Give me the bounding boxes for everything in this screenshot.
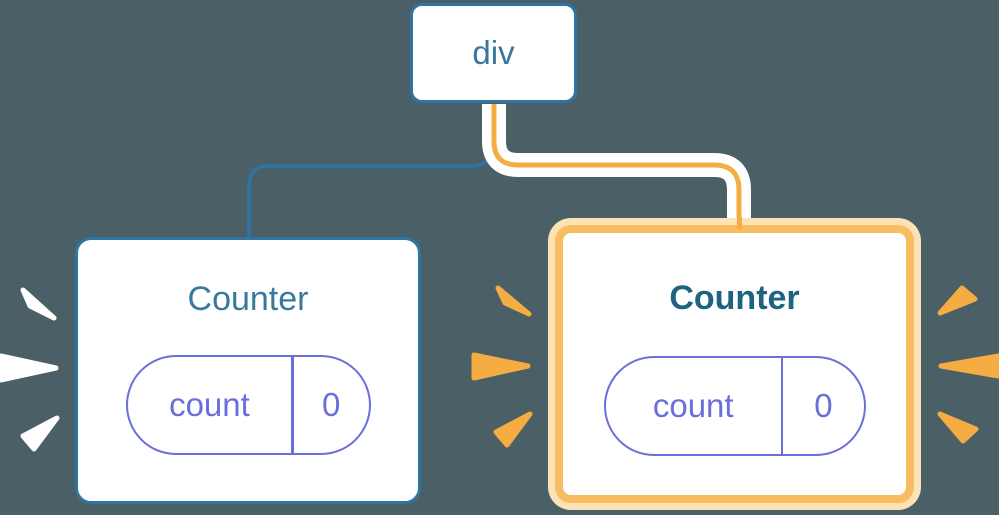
spark-icon xyxy=(471,352,531,381)
counter-card-left: Counter count 0 xyxy=(75,237,421,504)
spark-icon xyxy=(937,285,978,316)
spark-icon xyxy=(937,411,979,444)
state-value: 0 xyxy=(322,386,341,423)
counter-title: Counter xyxy=(187,280,309,318)
spark-icon xyxy=(20,415,60,452)
state-key-label: count xyxy=(652,387,734,424)
state-pill: count 0 xyxy=(125,355,371,455)
state-value: 0 xyxy=(814,387,833,424)
spark-icon xyxy=(938,353,999,379)
counter-card-right: Counter count 0 xyxy=(555,225,914,503)
root-node-label: div xyxy=(472,34,515,71)
root-node: div xyxy=(410,3,577,103)
connector-right xyxy=(491,104,742,219)
connector-left xyxy=(247,105,494,238)
connector-right-tail xyxy=(737,217,742,229)
spark-icon xyxy=(20,287,57,321)
spark-icon xyxy=(493,411,533,448)
state-key-label: count xyxy=(169,386,250,423)
spark-icon xyxy=(0,353,59,383)
pill-divider xyxy=(780,358,784,454)
spark-group-right-card-right xyxy=(937,285,999,444)
spark-group-left-card xyxy=(0,287,60,452)
pill-divider xyxy=(291,357,294,453)
spark-group-right-card-left xyxy=(471,285,533,448)
spark-icon xyxy=(495,285,532,317)
counter-title: Counter xyxy=(669,279,800,317)
connector-right-outline xyxy=(482,104,751,219)
state-pill: count 0 xyxy=(603,356,866,456)
